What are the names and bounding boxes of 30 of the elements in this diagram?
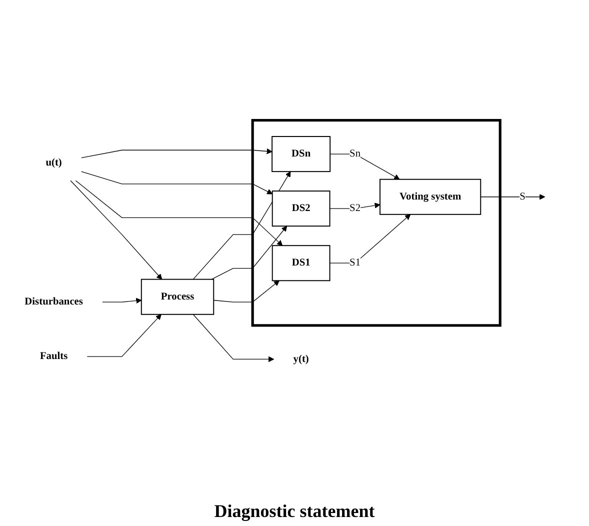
node-text: y(t) (293, 353, 309, 364)
node-box (380, 178, 482, 215)
edge-label: S1 (350, 257, 361, 268)
arrow (329, 202, 380, 209)
node-text: u(t) (46, 157, 62, 168)
arrow (211, 226, 288, 280)
node-box (272, 190, 330, 227)
node-box (140, 278, 214, 315)
arrow (192, 314, 274, 362)
block-diagram: Sn S2 S S1 u(t) DSn DS2 Voting system DS1 Disturbances Process Faults y(t) (0, 0, 589, 497)
arrow (192, 171, 291, 280)
edge-label: S2 (350, 202, 361, 214)
arrow (329, 214, 411, 264)
edge-label: S (520, 191, 526, 202)
edge-label: Sn (350, 148, 361, 160)
node-text: Disturbances (24, 296, 83, 308)
node-text: Faults (40, 350, 68, 362)
node-box (272, 245, 330, 282)
arrow (213, 280, 280, 302)
arrow (81, 148, 272, 158)
node-box (272, 136, 331, 172)
arrow (75, 180, 283, 246)
arrow (330, 154, 400, 180)
cluster (251, 118, 502, 327)
arrow (70, 180, 162, 280)
arrow (102, 298, 142, 304)
output-label: Diagnostic statement (214, 501, 375, 522)
arrow (480, 194, 546, 200)
arrow (86, 314, 162, 357)
arrow (81, 171, 273, 194)
